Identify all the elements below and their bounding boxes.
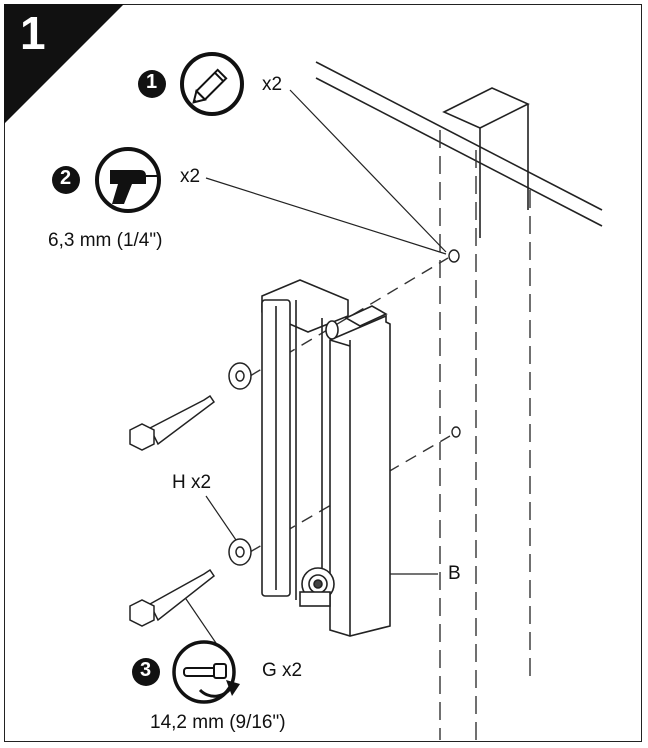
callout-2-quantity: x2 bbox=[180, 166, 201, 187]
drill-icon bbox=[95, 147, 161, 213]
washer-bottom bbox=[228, 538, 252, 566]
washer-label: H x2 bbox=[172, 472, 212, 493]
lag-bolt-bottom bbox=[129, 568, 216, 627]
step-frame bbox=[4, 4, 642, 742]
wall-stud bbox=[315, 61, 603, 238]
pilot-hole-bottom bbox=[451, 426, 461, 438]
washer-top bbox=[228, 362, 252, 390]
lag-bolt-top bbox=[129, 394, 216, 451]
callout-2-number: 2 bbox=[60, 167, 72, 189]
drill-bit-size: 6,3 mm (1/4") bbox=[48, 230, 163, 251]
callout-2-marker bbox=[52, 166, 80, 194]
step-number: 1 bbox=[20, 7, 46, 59]
callout-3-number: 3 bbox=[140, 659, 152, 681]
socket-size: 14,2 mm (9/16") bbox=[150, 712, 286, 733]
leader-lines bbox=[183, 89, 447, 647]
pencil-icon bbox=[180, 52, 244, 116]
stud-centerline bbox=[439, 130, 531, 740]
socket-wrench-icon bbox=[172, 640, 240, 704]
callout-1-marker bbox=[138, 70, 166, 98]
step-corner-badge bbox=[4, 4, 124, 124]
callout-1-number: 1 bbox=[146, 71, 158, 93]
callout-3-quantity: G x2 bbox=[262, 660, 303, 681]
callout-3-marker bbox=[132, 658, 160, 686]
pilot-hole-top bbox=[448, 249, 460, 263]
bracket-label: B bbox=[448, 563, 461, 584]
bracket-b bbox=[261, 279, 391, 637]
callout-1-quantity: x2 bbox=[262, 74, 283, 95]
